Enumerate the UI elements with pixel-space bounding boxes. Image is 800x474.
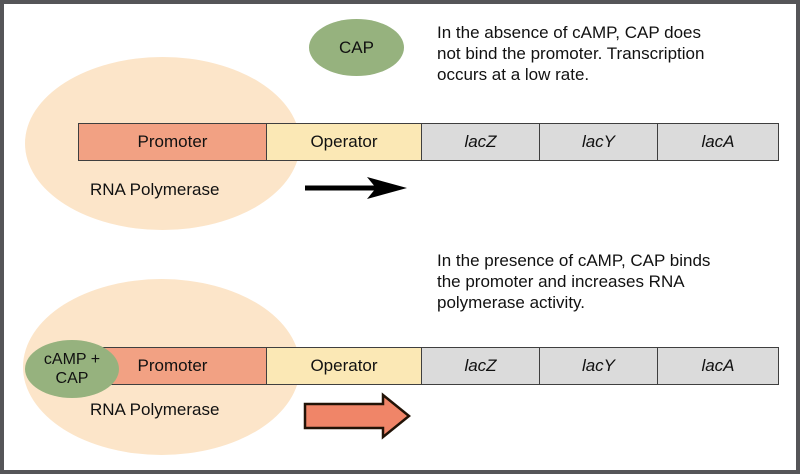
caption-line: not bind the promoter. Transcription — [437, 44, 705, 63]
high-transcription-arrow-icon — [303, 392, 411, 440]
operon-bar: Promoter Operator lacZ lacY lacA — [78, 347, 779, 385]
camp-cap-ellipse: cAMP + CAP — [25, 340, 119, 398]
caption-line: In the presence of cAMP, CAP binds — [437, 251, 711, 270]
camp-cap-label-line2: CAP — [55, 370, 89, 387]
segment-laca: lacA — [657, 347, 779, 385]
segment-laca: lacA — [657, 123, 779, 161]
segment-lacy: lacY — [539, 347, 658, 385]
segment-lacy: lacY — [539, 123, 658, 161]
caption-presence: In the presence of cAMP, CAP binds the p… — [437, 250, 710, 313]
rna-polymerase-label: RNA Polymerase — [90, 400, 220, 419]
cap-label: CAP — [339, 37, 374, 57]
caption-line: the promoter and increases RNA — [437, 272, 685, 291]
rna-polymerase-label: RNA Polymerase — [90, 180, 220, 199]
caption-line: occurs at a low rate. — [437, 65, 590, 84]
segment-lacz: lacZ — [421, 123, 540, 161]
operon-bar: Promoter Operator lacZ lacY lacA — [78, 123, 779, 161]
segment-promoter: Promoter — [78, 123, 267, 161]
caption-absence: In the absence of cAMP, CAP does not bin… — [437, 22, 704, 85]
cap-ellipse: CAP — [309, 19, 404, 76]
caption-line: polymerase activity. — [437, 293, 586, 312]
segment-operator: Operator — [266, 347, 422, 385]
camp-cap-label-line1: cAMP + — [43, 351, 101, 368]
segment-operator: Operator — [266, 123, 422, 161]
caption-line: In the absence of cAMP, CAP does — [437, 23, 701, 42]
low-transcription-arrow-icon — [305, 177, 407, 199]
segment-lacz: lacZ — [421, 347, 540, 385]
